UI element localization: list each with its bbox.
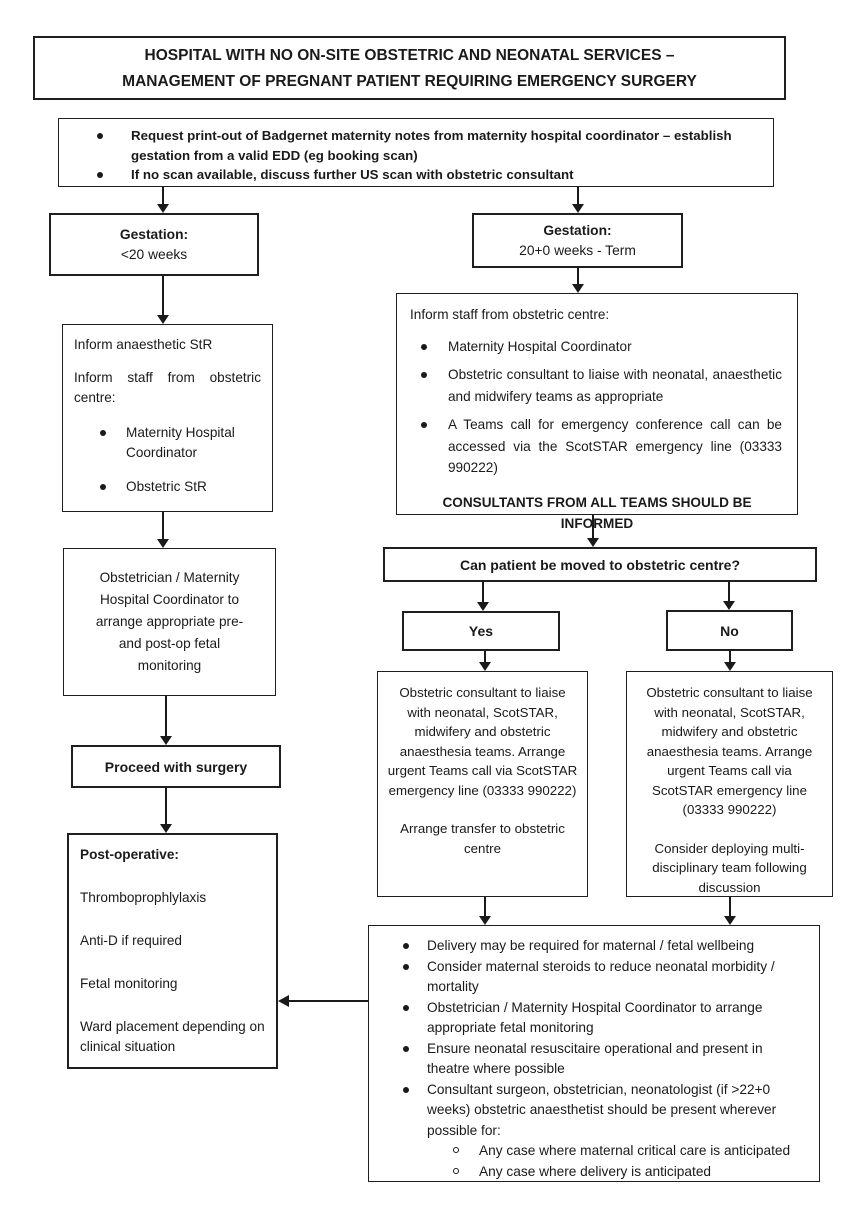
fetal-monitoring-text: Obstetrician / Maternity Hospital Coordi…: [95, 570, 244, 673]
arrow-down-icon: [160, 824, 172, 833]
post-operative-item: Ward placement depending on clinical sit…: [80, 1019, 265, 1054]
post-operative-item: Thromboprophlylaxis: [80, 890, 207, 905]
delivery-sub-bullet: Any case where delivery is anticipated: [453, 1162, 803, 1183]
yes-label: Yes: [468, 623, 494, 639]
intake-box: Request print-out of Badgernet maternity…: [58, 118, 774, 187]
arrow-down-icon: [157, 204, 169, 213]
inform-anaesthetic-box: Inform anaesthetic StR Inform staff from…: [62, 324, 273, 512]
delivery-bullet: Delivery may be required for maternal / …: [403, 936, 803, 957]
intake-bullet-list: Request print-out of Badgernet maternity…: [59, 126, 773, 185]
arrow-line: [289, 1000, 368, 1002]
arrow-down-icon: [724, 916, 736, 925]
delivery-bullet-text: Consultant surgeon, obstetrician, neonat…: [427, 1081, 777, 1138]
arrow-line: [728, 582, 730, 601]
inform-bullet: A Teams call for emergency conference ca…: [421, 414, 782, 479]
arrow-line: [162, 187, 164, 205]
delivery-bullet: Obstetrician / Maternity Hospital Coordi…: [403, 998, 803, 1039]
arrow-down-icon: [572, 204, 584, 213]
post-operative-box: Post-operative: Thromboprophlylaxis Anti…: [67, 833, 278, 1069]
arrow-line: [165, 696, 167, 736]
no-box: No: [666, 610, 793, 651]
arrow-line: [592, 515, 594, 538]
arrow-line: [162, 276, 164, 315]
arrow-down-icon: [479, 662, 491, 671]
inform-line: Inform anaesthetic StR: [74, 337, 213, 352]
arrow-left-icon: [278, 995, 289, 1007]
delivery-sub-bullet-list: Any case where maternal critical care is…: [427, 1141, 803, 1182]
yes-box: Yes: [402, 611, 560, 651]
arrow-down-icon: [157, 539, 169, 548]
inform-bullet: Maternity Hospital Coordinator: [421, 336, 782, 358]
title-line-2: MANAGEMENT OF PREGNANT PATIENT REQUIRING…: [122, 73, 697, 90]
no-branch-box: Obstetric consultant to liaise with neon…: [626, 671, 833, 897]
post-operative-item: Fetal monitoring: [80, 976, 178, 991]
yes-branch-box: Obstetric consultant to liaise with neon…: [377, 671, 588, 897]
arrow-line: [729, 651, 731, 662]
arrow-line: [165, 788, 167, 824]
no-label: No: [720, 622, 739, 639]
title-line-1: HOSPITAL WITH NO ON-SITE OBSTETRIC AND N…: [144, 47, 675, 64]
inform-line: Inform staff from obstetric centre:: [74, 370, 261, 405]
delivery-bullet: Consultant surgeon, obstetrician, neonat…: [403, 1080, 803, 1183]
arrow-down-icon: [157, 315, 169, 324]
no-branch-action: Consider deploying multi-disciplinary te…: [652, 840, 807, 895]
arrow-line: [162, 512, 164, 539]
title-box: HOSPITAL WITH NO ON-SITE OBSTETRIC AND N…: [33, 36, 786, 100]
arrow-down-icon: [477, 602, 489, 611]
arrow-down-icon: [587, 538, 599, 547]
post-operative-heading: Post-operative:: [80, 847, 179, 862]
delivery-bullet-list: Delivery may be required for maternal / …: [381, 936, 807, 1182]
yes-branch-body: Obstetric consultant to liaise with neon…: [387, 685, 578, 798]
inform-bullet: Obstetric consultant to liaise with neon…: [421, 364, 782, 407]
gestation-label: Gestation:: [543, 222, 612, 238]
arrow-down-icon: [572, 284, 584, 293]
no-branch-body: Obstetric consultant to liaise with neon…: [646, 685, 813, 817]
inform-obstetric-centre-box: Inform staff from obstetric centre: Mate…: [396, 293, 798, 531]
inform-bullet-list: Maternity Hospital Coordinator Obstetric…: [74, 423, 261, 497]
inform-bullet: Obstetric StR: [100, 477, 261, 497]
arrow-down-icon: [724, 662, 736, 671]
gestation-value: <20 weeks: [120, 246, 188, 262]
inform-bullet: Maternity Hospital Coordinator: [100, 423, 261, 463]
inform-intro: Inform staff from obstetric centre:: [410, 307, 610, 322]
arrow-line: [482, 582, 484, 602]
post-operative-item: Anti-D if required: [80, 933, 182, 948]
arrow-line: [577, 187, 579, 205]
gestation-20-to-term-box: Gestation: 20+0 weeks - Term: [472, 213, 683, 268]
arrow-line: [484, 897, 486, 916]
inform-bullet-list: Maternity Hospital Coordinator Obstetric…: [410, 336, 784, 479]
delivery-sub-bullet: Any case where maternal critical care is…: [453, 1141, 803, 1162]
arrow-line: [729, 897, 731, 916]
yes-branch-action: Arrange transfer to obstetric centre: [400, 821, 565, 856]
fetal-monitoring-box: Obstetrician / Maternity Hospital Coordi…: [63, 548, 276, 696]
proceed-with-surgery-box: Proceed with surgery: [71, 745, 281, 788]
intake-bullet: If no scan available, discuss further US…: [97, 165, 763, 185]
move-patient-question-text: Can patient be moved to obstetric centre…: [459, 556, 741, 573]
move-patient-question-box: Can patient be moved to obstetric centre…: [383, 547, 817, 582]
arrow-down-icon: [479, 916, 491, 925]
gestation-label: Gestation:: [119, 226, 189, 242]
delivery-bullet: Consider maternal steroids to reduce neo…: [403, 957, 803, 998]
consultants-informed-note: CONSULTANTS FROM ALL TEAMS SHOULD BE INF…: [442, 494, 752, 531]
arrow-down-icon: [723, 601, 735, 610]
intake-bullet: Request print-out of Badgernet maternity…: [97, 126, 763, 165]
gestation-under-20-box: Gestation: <20 weeks: [49, 213, 259, 276]
arrow-down-icon: [160, 736, 172, 745]
gestation-value: 20+0 weeks - Term: [519, 242, 636, 258]
delivery-bullet: Ensure neonatal resuscitaire operational…: [403, 1039, 803, 1080]
arrow-line: [577, 268, 579, 284]
delivery-considerations-box: Delivery may be required for maternal / …: [368, 925, 820, 1182]
proceed-with-surgery-text: Proceed with surgery: [104, 758, 248, 775]
arrow-line: [484, 651, 486, 662]
